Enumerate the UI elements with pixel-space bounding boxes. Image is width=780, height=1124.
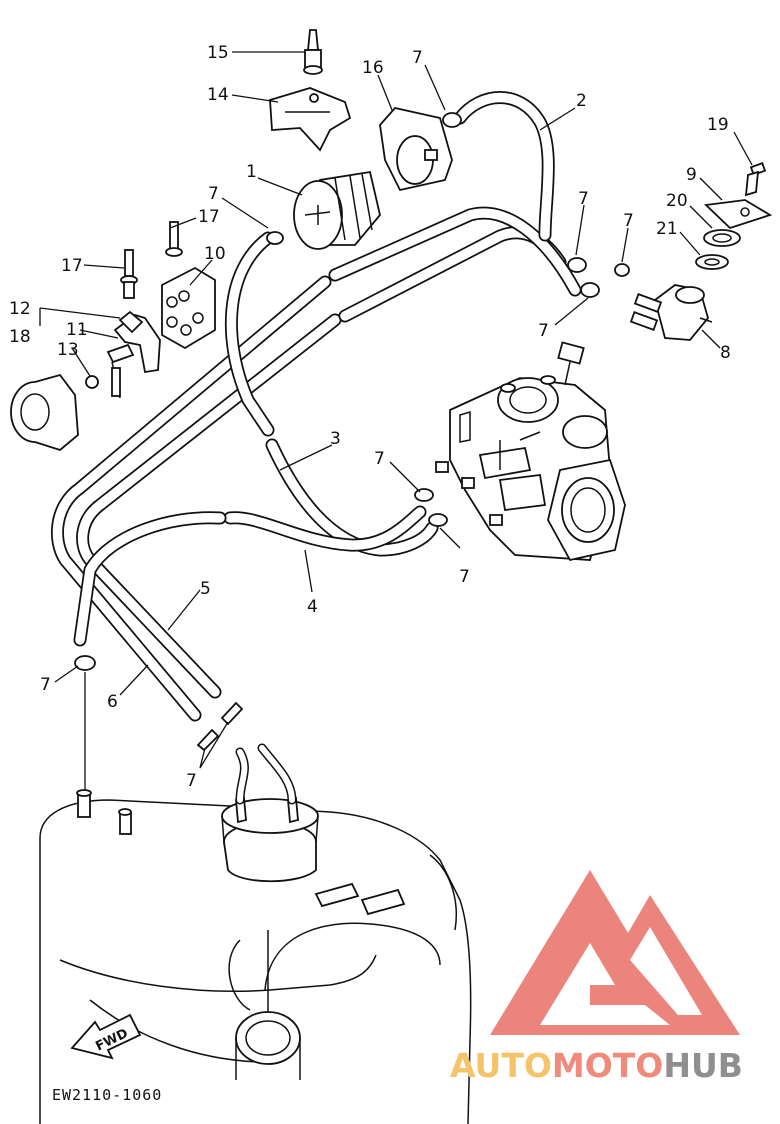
callout-21: 21 <box>656 219 678 239</box>
hose-6 <box>50 206 582 722</box>
watermark-auto: AUTO <box>450 1046 552 1085</box>
callout-15: 15 <box>207 43 229 63</box>
bolt-17-upper <box>165 221 183 257</box>
plate-9 <box>704 199 773 230</box>
callout-18: 18 <box>9 327 31 347</box>
callout-7d: 7 <box>623 211 634 231</box>
watermark-moto: MOTO <box>552 1046 663 1085</box>
callout-17b: 17 <box>198 207 220 227</box>
hose-4 <box>73 505 427 647</box>
callout-20: 20 <box>666 191 688 211</box>
callout-12: 12 <box>9 299 31 319</box>
clamp-11 <box>106 310 161 399</box>
callout-9: 9 <box>686 165 697 185</box>
callout-8: 8 <box>720 343 731 363</box>
leader-lines <box>39 51 753 790</box>
callout-7a: 7 <box>412 48 423 68</box>
callout-7b: 7 <box>208 184 219 204</box>
grommet-18 <box>10 373 79 452</box>
nut-13 <box>85 375 99 389</box>
hose-clamps <box>74 112 630 752</box>
fuel-tank <box>39 789 472 1124</box>
callout-2: 2 <box>576 91 587 111</box>
gasket-20 <box>703 229 741 247</box>
callout-17a: 17 <box>61 256 83 276</box>
fuel-sender-unit <box>221 743 319 883</box>
callout-16: 16 <box>362 58 384 78</box>
callout-7g: 7 <box>459 567 470 587</box>
watermark-logo-mark <box>490 870 740 1035</box>
callout-1: 1 <box>246 162 257 182</box>
callout-13: 13 <box>57 340 79 360</box>
callout-6: 6 <box>107 692 118 712</box>
callout-11: 11 <box>66 320 88 340</box>
forward-direction-arrow: FWD <box>70 1013 142 1060</box>
screw-19 <box>744 162 767 197</box>
bolt-15 <box>303 29 323 75</box>
fuel-pump-8 <box>629 284 713 341</box>
callout-10: 10 <box>204 244 226 264</box>
callout-3: 3 <box>330 429 341 449</box>
callout-4: 4 <box>307 597 318 617</box>
svg-text:AUTOMOTOHUB: AUTOMOTOHUB <box>450 1046 743 1085</box>
callout-5: 5 <box>200 579 211 599</box>
holder-10 <box>161 266 216 350</box>
washer-21 <box>695 254 729 270</box>
callout-7e: 7 <box>538 321 549 341</box>
fuel-filter <box>293 170 381 250</box>
callout-7f: 7 <box>374 449 385 469</box>
carburetor <box>435 341 626 562</box>
watermark-hub: HUB <box>663 1046 743 1085</box>
bolt-17-left <box>120 249 138 299</box>
bracket-14 <box>269 87 352 152</box>
callout-14: 14 <box>207 85 229 105</box>
callout-7i: 7 <box>186 771 197 791</box>
callout-19: 19 <box>707 115 729 135</box>
holder-16 <box>379 107 453 192</box>
callout-7c: 7 <box>578 189 589 209</box>
automotohub-watermark: AUTOMOTOHUB <box>450 870 743 1085</box>
drawing-code: EW2110-1060 <box>52 1086 162 1104</box>
callout-7h: 7 <box>40 675 51 695</box>
callout-numbers: 15 14 16 7 2 19 9 20 21 1 7 17 17 10 12 … <box>9 43 731 791</box>
hose-2 <box>453 91 555 242</box>
